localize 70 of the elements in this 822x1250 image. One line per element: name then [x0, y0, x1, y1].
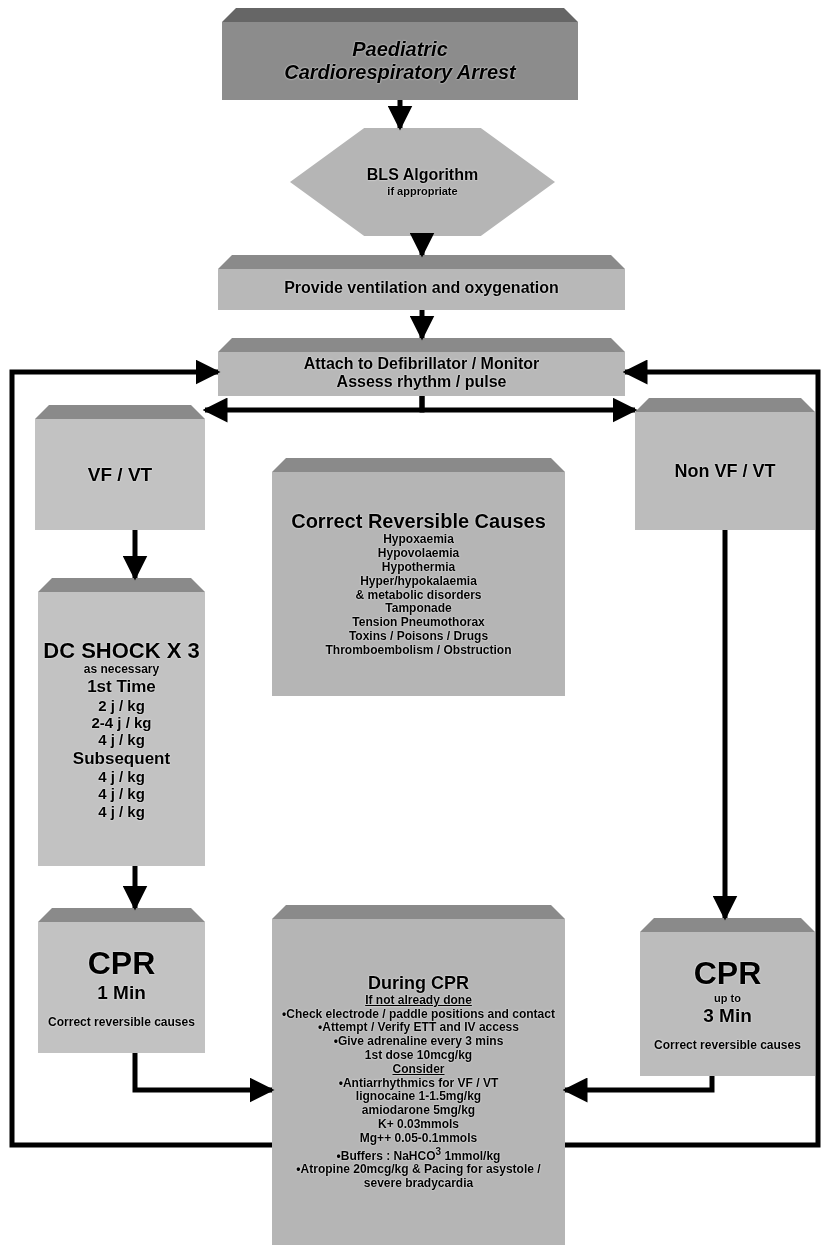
- box-title: Paediatric Cardiorespiratory Arrest: [283, 38, 518, 84]
- box-text: 3 Min: [703, 1004, 752, 1027]
- arrow: [409, 310, 435, 341]
- process-box: [38, 908, 205, 1053]
- arrow: [122, 530, 148, 581]
- box-text: Hyper/hypokalaemia: [360, 574, 477, 589]
- box-text: 4 j / kg: [98, 785, 145, 803]
- arrow: [565, 359, 821, 1148]
- process-box: [218, 338, 625, 396]
- box-text: Mg++ 0.05-0.1mmols: [359, 1131, 478, 1146]
- box-title: CPR: [87, 945, 156, 983]
- box-text: •Antiarrhythmics for VF / VT: [338, 1076, 499, 1091]
- box-title: Attach to Defibrillator / Monitor: [303, 354, 540, 373]
- process-box: [38, 578, 205, 866]
- box-text: 2 j / kg: [98, 696, 145, 715]
- box-text: 1st dose 10mcg/kg: [364, 1048, 473, 1063]
- box-text: 2-4 j / kg: [91, 714, 152, 732]
- box-title: DC SHOCK X 3: [43, 638, 200, 664]
- arrow: [409, 232, 435, 258]
- box-text: Subsequent: [72, 748, 171, 769]
- process-box: [272, 905, 565, 1245]
- box-title: Correct Reversible Causes: [291, 510, 546, 534]
- box-text: 1 Min: [97, 982, 146, 1004]
- box-text: 4 j / kg: [98, 731, 145, 749]
- box-text: •Buffers : NaHCO$^{3}$ 1mmol/kg: [336, 1145, 501, 1164]
- box-text: Tamponade: [385, 602, 452, 617]
- box-text: as necessary: [83, 663, 160, 678]
- box-text: •Atropine 20mcg/kg & Pacing for asystole / severe bradycardia: [295, 1163, 542, 1191]
- box-text: amiodarone 5mg/kg: [361, 1104, 476, 1118]
- box-text: if appropriate: [387, 184, 458, 198]
- process-box: [640, 918, 815, 1076]
- box-text: Thromboembolism / Obstruction: [325, 643, 512, 658]
- box-title: VF / VT: [87, 463, 153, 486]
- box-title: BLS Algorithm: [366, 166, 479, 185]
- process-box: [635, 398, 815, 530]
- box-text: Consider: [392, 1062, 445, 1077]
- process-box: [222, 8, 578, 100]
- box-text: 1st Time: [87, 677, 156, 697]
- box-text: Hypoxaemia: [383, 533, 454, 548]
- process-box: [272, 458, 565, 696]
- box-text: 4 j / kg: [98, 768, 145, 786]
- process-box: [218, 255, 625, 310]
- box-text: Correct reversible causes: [48, 1015, 195, 1030]
- box-text: & metabolic disorders: [355, 588, 482, 603]
- arrow: [712, 530, 738, 921]
- box-text: 4 j / kg: [98, 802, 145, 820]
- arrow: [419, 396, 638, 423]
- arrow: [132, 1053, 275, 1103]
- box-text: up to: [714, 992, 741, 1005]
- box-text: •Give adrenaline every 3 mins: [333, 1035, 504, 1049]
- box-text: Correct reversible causes: [654, 1038, 801, 1053]
- box-text: •Check electrode / paddle positions and contact: [282, 1007, 555, 1022]
- box-text: Tension Pneumothorax: [352, 616, 485, 630]
- process-box: [35, 405, 205, 530]
- box-title: During CPR: [368, 973, 469, 994]
- arrow: [562, 1076, 715, 1103]
- box-text: Hypovolaemia: [377, 547, 460, 561]
- box-text: K+ 0.03mmols: [377, 1117, 459, 1132]
- box-title: CPR: [693, 955, 762, 993]
- box-title: Provide ventilation and oxygenation: [284, 279, 559, 298]
- box-text: •Attempt / Verify ETT and IV access: [318, 1021, 519, 1036]
- arrow: [387, 100, 413, 131]
- arrow: [9, 359, 272, 1148]
- box-text: Toxins / Poisons / Drugs: [348, 630, 489, 644]
- box-title: Non VF / VT: [674, 460, 776, 482]
- arrow: [122, 866, 148, 911]
- box-text: Hypothermia: [381, 561, 456, 575]
- box-text: lignocaine 1-1.5mg/kg: [355, 1090, 482, 1105]
- box-text: Assess rhythm / pulse: [336, 373, 507, 392]
- box-text: If not already done: [365, 993, 472, 1008]
